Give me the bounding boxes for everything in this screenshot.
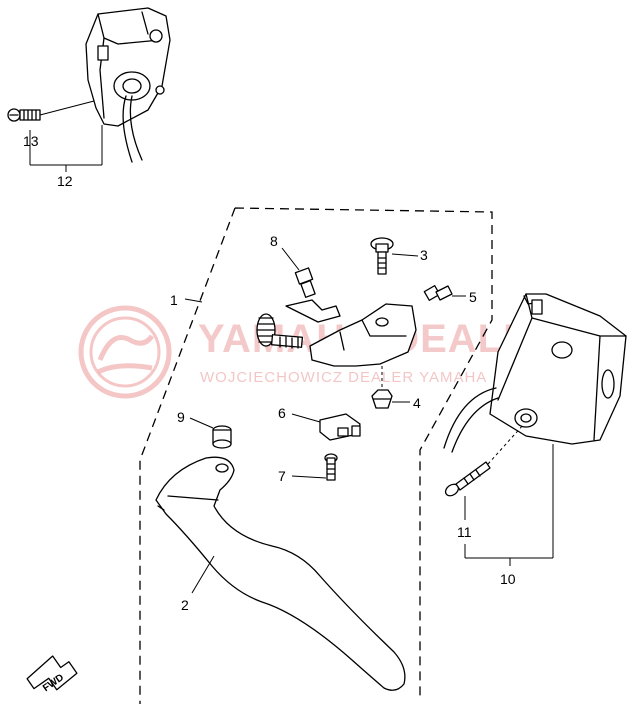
callout-4: 4	[413, 395, 421, 411]
collar-9[interactable]	[212, 425, 232, 449]
bolt-3[interactable]	[370, 237, 394, 275]
callout-3: 3	[420, 247, 428, 263]
watermark-subtitle: WOJCIECHOWICZ DEALER YAMAHA	[200, 369, 487, 386]
callout-13: 13	[23, 133, 39, 149]
switch-housing-left[interactable]	[85, 7, 171, 163]
fwd-arrow-icon: FWD	[26, 655, 78, 694]
nut-4[interactable]	[371, 389, 393, 409]
callout-2: 2	[181, 597, 189, 613]
callout-10: 10	[500, 571, 516, 587]
screw-11[interactable]	[443, 461, 491, 498]
assembly-outline	[139, 207, 493, 704]
screw-13[interactable]	[7, 108, 41, 122]
lever-holder[interactable]	[285, 299, 417, 367]
lever-2[interactable]	[155, 456, 406, 691]
bolt-5[interactable]	[423, 285, 453, 301]
callout-1: 1	[170, 292, 178, 308]
adjuster-screw-8[interactable]	[294, 267, 316, 298]
callout-11: 11	[457, 524, 472, 540]
switch-housing-right[interactable]	[443, 293, 627, 453]
callout-12: 12	[57, 173, 73, 189]
watermark-logo-icon	[78, 305, 172, 399]
switch-6[interactable]	[319, 413, 361, 441]
callout-6: 6	[278, 405, 286, 421]
callout-7: 7	[278, 468, 286, 484]
callout-9: 9	[177, 409, 185, 425]
screw-7[interactable]	[324, 453, 338, 481]
callout-5: 5	[469, 289, 477, 305]
adjuster-knob[interactable]	[256, 313, 304, 349]
callout-8: 8	[270, 233, 278, 249]
